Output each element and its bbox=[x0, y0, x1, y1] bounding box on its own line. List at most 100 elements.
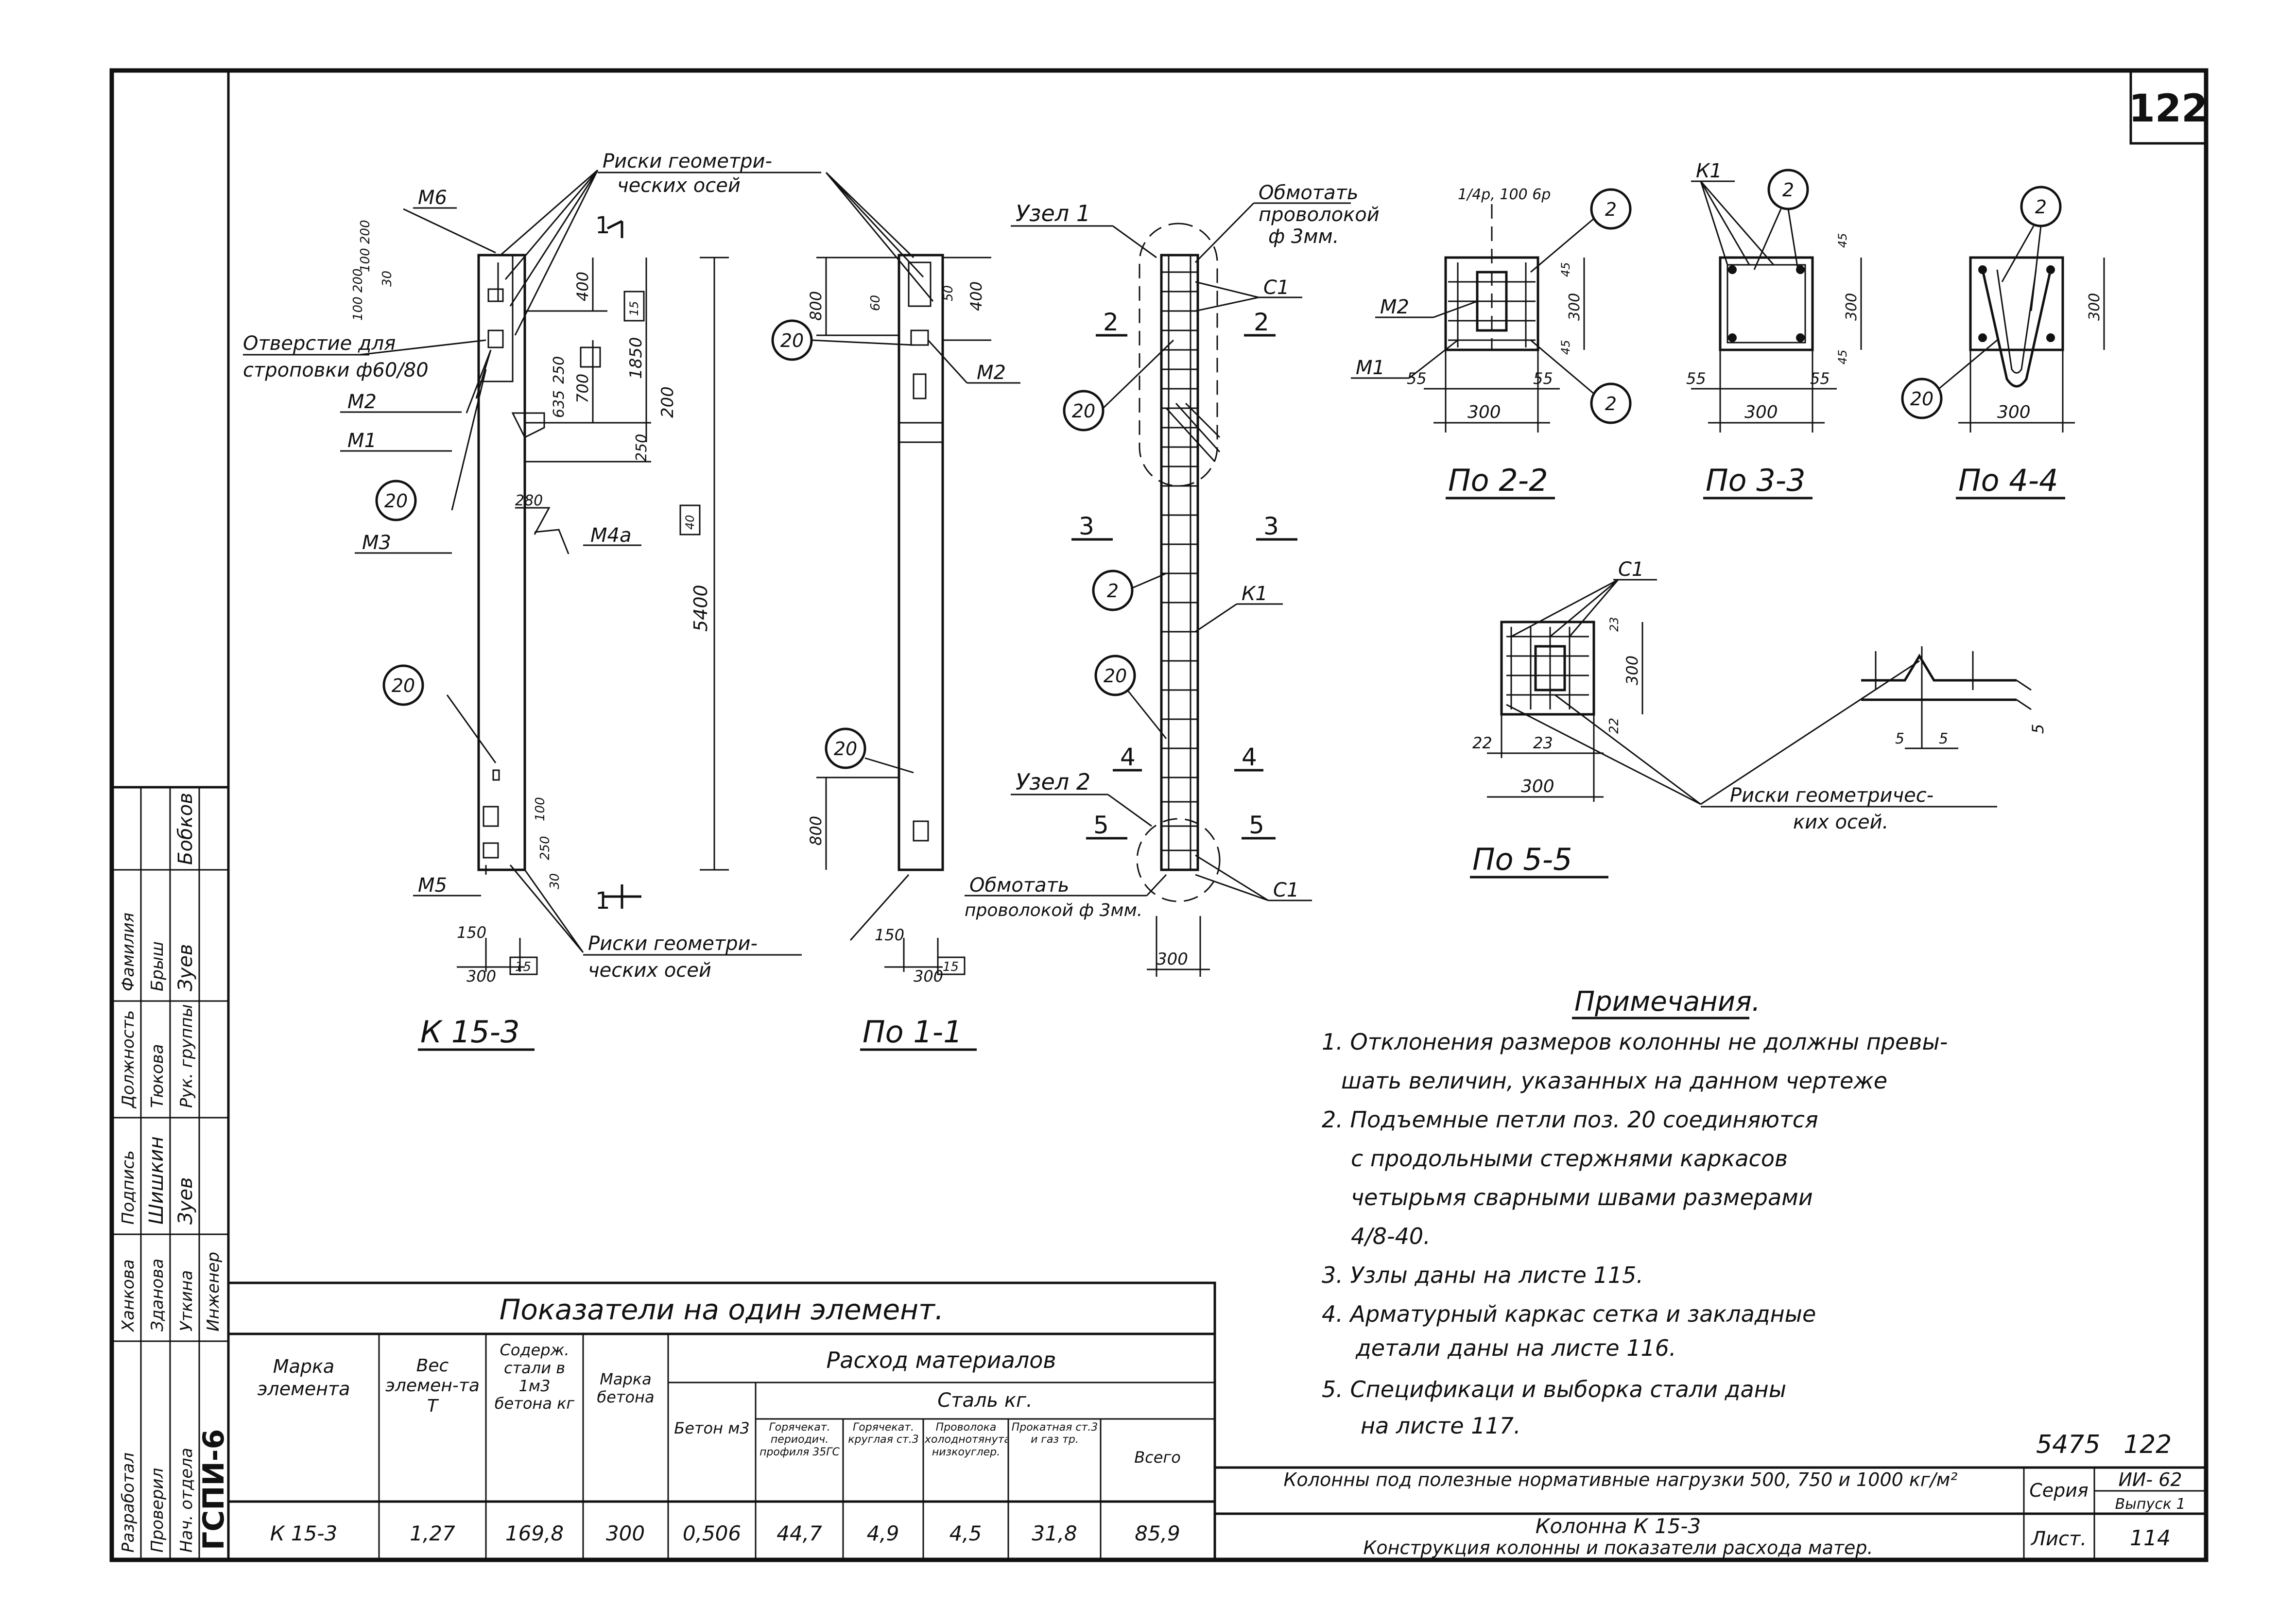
header-prokat: Прокатная ст.3 и газ тр. bbox=[1011, 1421, 1098, 1446]
dim-22-a: 22 bbox=[1472, 734, 1492, 752]
note-line-10: на листе 117. bbox=[1361, 1413, 1521, 1439]
dim-280: 280 bbox=[515, 492, 543, 509]
label-riski-right: Риски геометричес- bbox=[1730, 784, 1933, 807]
dim-100-200-b: 100 200 bbox=[351, 268, 365, 321]
dim-300-s22-v: 300 bbox=[1566, 293, 1583, 321]
issue-value: Выпуск 1 bbox=[2115, 1496, 2186, 1513]
section-po-4-4: 300 300 2 20 По 4-4 bbox=[1901, 186, 2105, 500]
pos-20-c: 20 bbox=[780, 330, 804, 351]
stamp-role-0: Разработал bbox=[119, 1452, 138, 1553]
dim-300-s44-v: 300 bbox=[2086, 293, 2103, 321]
dim-250-c: 250 bbox=[538, 836, 552, 860]
label-obmotat-top-3: ф 3мм. bbox=[1268, 225, 1339, 248]
label-riski-top: Риски геометри- bbox=[603, 150, 772, 173]
pos-20-e: 20 bbox=[1072, 400, 1095, 422]
stamp-col-signature: Подпись bbox=[119, 1150, 138, 1225]
sheet-value: 114 bbox=[2130, 1526, 2171, 1551]
dim-635: 635 bbox=[551, 390, 568, 418]
label-obmotat-bottom: Обмотать bbox=[969, 874, 1070, 897]
note-line-2: 2. Подъемные петли поз. 20 соединяются bbox=[1322, 1106, 1818, 1133]
pos-20-d: 20 bbox=[834, 738, 857, 760]
label-c1-s55: С1 bbox=[1618, 558, 1644, 581]
dim-400: 400 bbox=[573, 272, 592, 301]
dim-5-c: 5 bbox=[2029, 724, 2047, 734]
series-value: ИИ- 62 bbox=[2119, 1469, 2182, 1490]
cell-concrete-mark: 300 bbox=[606, 1521, 645, 1545]
cell-gor: 44,7 bbox=[777, 1521, 822, 1545]
label-c1-top: С1 bbox=[1263, 276, 1289, 299]
cell-weight: 1,27 bbox=[410, 1521, 455, 1545]
cell-beton: 0,506 bbox=[683, 1521, 741, 1545]
stamp-name-4: Брыш bbox=[148, 941, 167, 991]
dim-23: 23 bbox=[1533, 734, 1553, 752]
note-line-8: детали даны на листе 116. bbox=[1355, 1335, 1676, 1361]
label-otverstie-2: строповки ф60/80 bbox=[243, 359, 429, 381]
dim-45-b: 45 bbox=[1559, 340, 1572, 355]
stamp-name-2: Уткина bbox=[177, 1270, 196, 1331]
sheet-label: Лист. bbox=[2030, 1528, 2087, 1550]
section-mark-2-left: 2 bbox=[1103, 308, 1119, 336]
stamp-name-1: Зданова bbox=[148, 1259, 167, 1331]
section-mark-3-right: 3 bbox=[1263, 512, 1279, 540]
cell-mark: К 15-3 bbox=[270, 1521, 338, 1545]
stamp-name-0: Ханкова bbox=[119, 1259, 138, 1332]
pos-2-cage: 2 bbox=[1107, 580, 1119, 602]
stamp-role-2: Нач. отдела bbox=[177, 1448, 196, 1553]
dim-200-left: 200 bbox=[658, 386, 677, 418]
mark-15-c: 15 bbox=[943, 960, 959, 974]
section-mark-5-left: 5 bbox=[1093, 811, 1109, 839]
view-title-po-5-5: По 5-5 bbox=[1472, 842, 1572, 877]
pos-2-s44: 2 bbox=[2035, 196, 2047, 218]
title-block: Колонны под полезные нормативные нагрузк… bbox=[1213, 1466, 2208, 1561]
dim-22-b: 22 bbox=[1607, 718, 1622, 734]
pos-2-s22-top: 2 bbox=[1605, 199, 1617, 220]
view-title-po-1-1: По 1-1 bbox=[863, 1014, 963, 1050]
cell-vsego: 85,9 bbox=[1135, 1521, 1180, 1545]
dim-s22-top: 1/4р, 100 6р bbox=[1458, 186, 1551, 203]
stamp-org: ГСПИ-6 bbox=[197, 1429, 231, 1550]
label-m1: М1 bbox=[347, 430, 377, 452]
dim-150-b: 150 bbox=[875, 926, 904, 944]
view-title-k15-3: К 15-3 bbox=[420, 1014, 519, 1050]
label-riski-right-2: ких осей. bbox=[1793, 811, 1888, 833]
stamp-role-4: Инженер bbox=[204, 1252, 223, 1331]
pos-20-b: 20 bbox=[392, 675, 415, 696]
dim-1850: 1850 bbox=[626, 337, 646, 379]
header-rashod: Расход материалов bbox=[827, 1347, 1056, 1373]
dim-150: 150 bbox=[457, 923, 486, 942]
note-line-9: 5. Спецификаци и выборка стали даны bbox=[1322, 1376, 1786, 1402]
label-otverstie: Отверстие для bbox=[243, 332, 396, 355]
dim-5400: 5400 bbox=[690, 585, 711, 632]
pos-2-s22-bottom: 2 bbox=[1605, 393, 1617, 415]
left-stamp: Разработал Проверил Нач. отдела ГСПИ-6 Х… bbox=[110, 786, 231, 1561]
dim-45-a: 45 bbox=[1559, 262, 1572, 277]
cell-kruglaya: 4,9 bbox=[867, 1521, 899, 1545]
header-stal: Сталь кг. bbox=[937, 1389, 1033, 1412]
view-cage: 300 2 2 3 3 4 4 5 5 Узел 1 Обмотать пров… bbox=[965, 182, 1380, 977]
section-mark-3-left: 3 bbox=[1079, 512, 1094, 540]
label-m2-s22: М2 bbox=[1380, 296, 1409, 318]
note-line-0: 1. Отклонения размеров колонны не должны… bbox=[1322, 1029, 1948, 1055]
outer-frame bbox=[109, 68, 2209, 1562]
dim-45-c: 45 bbox=[1836, 233, 1849, 248]
pos-20-s44: 20 bbox=[1910, 388, 1933, 410]
section-po-2-2: 300 55 55 1/4р, 100 6р 300 45 45 2 2 М2 … bbox=[1351, 186, 1632, 500]
mark-40: 40 bbox=[683, 515, 697, 530]
label-m2: М2 bbox=[347, 391, 377, 413]
dim-100: 100 bbox=[533, 797, 548, 821]
section-mark-1-top: 1 bbox=[595, 212, 610, 239]
view-title-po-4-4: По 4-4 bbox=[1958, 463, 2058, 498]
dim-250-b: 250 bbox=[633, 434, 650, 462]
series-label: Серия bbox=[2029, 1480, 2089, 1501]
dim-5-a: 5 bbox=[1895, 730, 1904, 747]
dim-45-d: 45 bbox=[1836, 349, 1849, 364]
pos-2-s33: 2 bbox=[1782, 179, 1794, 201]
dim-5-b: 5 bbox=[1939, 730, 1948, 747]
stamp-signature-1: Зуев bbox=[174, 1177, 197, 1225]
section-mark-1-bottom: 1 bbox=[595, 887, 610, 915]
dim-400-b: 400 bbox=[967, 281, 985, 311]
section-po-3-3: 300 55 55 300 45 45 К1 2 По 3-3 bbox=[1686, 160, 1862, 500]
stamp-col-surname: Фамилия bbox=[119, 913, 138, 991]
sheet-title-1: Колонна К 15-3 bbox=[1536, 1514, 1701, 1538]
label-m3: М3 bbox=[362, 532, 391, 554]
